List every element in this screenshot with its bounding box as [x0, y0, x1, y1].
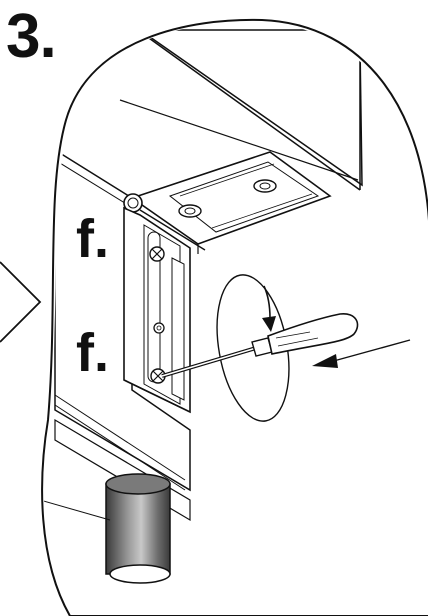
mounting-hole: [153, 322, 165, 334]
phillips-screw-icon: [149, 246, 165, 262]
detail-circle-outline: [41, 18, 428, 616]
rotation-arrow-icon: [262, 285, 276, 332]
callout-label-top: f.: [76, 209, 109, 269]
phillips-screw-icon: [178, 204, 202, 218]
callout-label-bottom: f.: [76, 323, 109, 383]
step-number: 3.: [6, 2, 57, 71]
screwdriver-icon: [161, 313, 359, 378]
phillips-screw-icon: [253, 179, 277, 193]
direction-arrow-icon: [312, 339, 411, 368]
cabinet-leg: [105, 473, 171, 584]
pointer-chevron: [0, 261, 42, 343]
